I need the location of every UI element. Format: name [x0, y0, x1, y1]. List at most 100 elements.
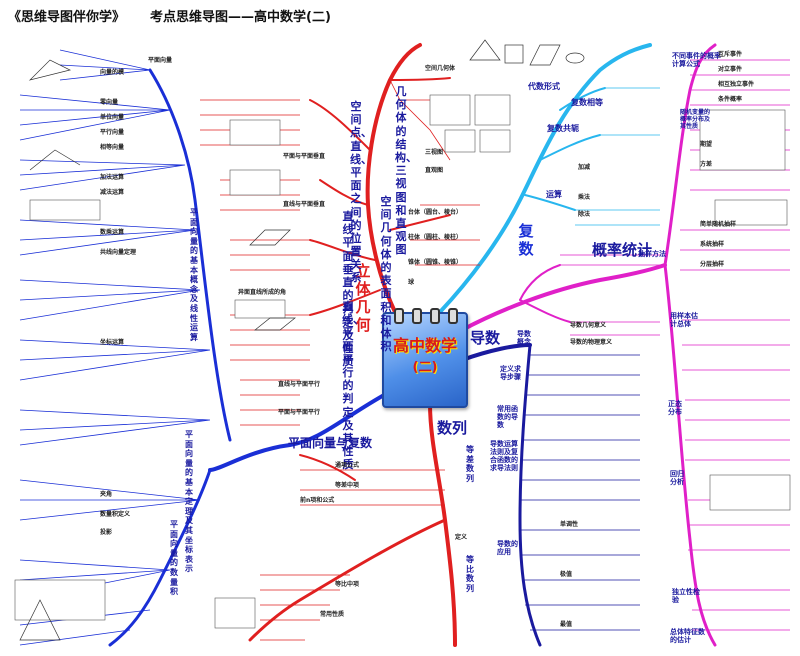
vector-leaf-equal: 相等向量: [100, 144, 125, 151]
deriv-leaf-physical: 导数的物理意义: [570, 339, 613, 346]
stats-leaf-mutex: 互斥事件: [718, 51, 743, 58]
solid-sub-position: 空间点、直线、平面之间的位置关系: [350, 100, 372, 285]
solid-leaf-plane-plane-par: 平面与平面平行: [278, 409, 321, 416]
branch-label-stats: 概率统计: [592, 241, 653, 259]
seq-sub-arith: 等差数列: [466, 445, 474, 483]
solid-leaf-sphere: 球: [408, 279, 415, 286]
solid-sub-branch-5: [389, 77, 451, 81]
seq-leaf-geo-mean: 等比中项: [335, 581, 360, 588]
branch-label-vector: 平面向量与复数: [288, 436, 373, 450]
deriv-sub-rules: 导数运算法则及复合函数的求导法则: [490, 440, 518, 473]
solid-leaf-pyramid: 锥体（圆锥、棱锥）: [408, 259, 463, 266]
solid-leaf-oblique: 直观图: [425, 167, 444, 174]
stats-main-branch: [460, 263, 667, 332]
vector-leaf-angle: 夹角: [100, 491, 113, 498]
stats-leaf-indep: 相互独立事件: [718, 81, 755, 88]
vector-leaf-plane: 平面向量: [148, 57, 173, 64]
deriv-sub-concept: 导数概念: [517, 330, 531, 347]
complex-sub-algebraic: 代数形式: [528, 82, 560, 91]
formula-boxes: [14, 94, 791, 629]
solid-sub-structure: 几何体的结构、三视图和直观图: [395, 85, 417, 257]
complex-sub-ops: 运算: [546, 190, 562, 199]
solid-leaf-line-plane-par: 直线与平面平行: [278, 381, 321, 388]
solid-sub-branch-3: [309, 289, 381, 316]
seq-leaf-sum: 前n项和公式: [300, 497, 335, 504]
solid-leaf-frustum: 台体（圆台、棱台）: [408, 209, 463, 216]
deriv-sub-apply: 导数的应用: [497, 540, 518, 557]
solid-sub-branch-6: [389, 214, 451, 231]
branch-lines: [108, 43, 717, 647]
solid-sub-branch-1: [319, 179, 369, 206]
vector-leaf-sub: 减法运算: [100, 189, 125, 196]
deriv-leaf-geometric: 导数几何意义: [570, 322, 607, 329]
stats-sub-population: 总体特征数的估计: [670, 628, 705, 645]
solid-leaf-prism: 柱体（圆柱、棱柱）: [408, 234, 463, 241]
branch-label-complex: 复数: [518, 222, 534, 258]
stats-leaf-variance: 方差: [700, 161, 713, 168]
stats-sub-independence: 独立性检验: [672, 588, 700, 605]
vector-leaf-dot-def: 数量积定义: [100, 511, 131, 518]
solid-leaf-three-view: 三视图: [425, 149, 444, 156]
solid-sub-branch-4: [309, 99, 371, 151]
complex-main-branch: [438, 43, 652, 314]
seq-sub-geo: 等比数列: [466, 555, 474, 593]
complex-sub-conjugate: 复数共轭: [547, 124, 579, 133]
branch-label-deriv: 导数: [470, 329, 501, 347]
complex-sub-3: [524, 194, 576, 211]
stats-leaf-expect: 期望: [700, 141, 713, 148]
complex-leaf-add: 加减: [578, 164, 591, 171]
seq-upper-sub: [299, 454, 356, 481]
solid-leaf-line-plane-perp: 直线与平面垂直: [283, 201, 326, 208]
complex-sub-2: [539, 134, 601, 161]
seq-leaf-props: 常用性质: [320, 611, 345, 618]
stats-sub-estimate: 用样本估计总体: [670, 312, 698, 329]
stats-sub-normal: 正态分布: [668, 400, 682, 417]
header-right-title: 考点思维导图——高中数学(二): [150, 10, 331, 25]
branch-label-solid: 立体几何: [355, 262, 371, 334]
seq-lower-trunk: [248, 518, 447, 642]
stats-lower-trunk: [663, 263, 717, 647]
branch-label-seq: 数列: [437, 419, 468, 437]
complex-sub-equal: 复数相等: [571, 98, 603, 107]
header-left-title: 《思维导图伴你学》: [8, 10, 126, 25]
stats-leaf-simple: 简单随机抽样: [700, 221, 737, 228]
solid-figures: [19, 39, 585, 641]
leaf-lines: [19, 49, 790, 646]
stats-leaf-cond: 条件概率: [718, 96, 743, 103]
solid-leaf-skew-angle: 异面直线所成的角: [238, 289, 287, 296]
stats-leaf-opposite: 对立事件: [718, 66, 743, 73]
stats-left-trunk-2: [519, 299, 571, 323]
solid-sub-branch-2: [309, 239, 376, 261]
deriv-sub-common: 常用函数的导数: [497, 405, 518, 430]
deriv-leaf-extreme: 极值: [560, 571, 573, 578]
stats-sub-sampling: 抽样方法: [638, 250, 666, 258]
deriv-main-branch: [460, 343, 532, 362]
stats-sub-distribution: 随机变量的概率分布及其性质: [680, 109, 711, 130]
deriv-trunk: [518, 343, 542, 647]
central-title: 高中数学: [392, 336, 457, 355]
solid-sub-parallel: 直线、平面平行的判定及其性质: [342, 300, 364, 472]
stats-sub-prob-formulas: 不同事件的概率计算公式: [672, 52, 721, 69]
central-subtitle: (二): [412, 360, 438, 375]
seq-leaf-arith-mean: 等差中项: [335, 482, 360, 489]
vector-leaf-projection: 投影: [100, 529, 113, 536]
vector-sub-dot: 平面向量的数量积: [170, 520, 178, 597]
vector-upper-trunk: [148, 68, 232, 442]
vector-leaf-coord: 坐标运算: [100, 339, 125, 346]
vector-leaf-zero: 零向量: [100, 99, 119, 106]
stats-leaf-system: 系统抽样: [700, 241, 725, 248]
deriv-sub-steps: 定义求导步骤: [500, 365, 521, 382]
stats-left-trunk: [519, 264, 561, 301]
deriv-leaf-max-min: 最值: [560, 621, 573, 628]
solid-sub-surface: 空间几何体的表面积和体积: [380, 195, 392, 354]
complex-sub-1: [559, 87, 606, 111]
vector-leaf-magnitude: 向量的模: [100, 69, 125, 76]
solid-main-branch: [365, 43, 422, 314]
vector-leaf-collinear: 共线向量定理: [100, 249, 137, 256]
solid-leaf-plane-plane-perp: 平面与平面垂直: [283, 153, 326, 160]
complex-leaf-div: 除法: [578, 211, 591, 218]
vector-sub-basis-coord: 平面向量的基本定理及其坐标表示: [185, 430, 193, 574]
deriv-leaf-monotone: 单调性: [560, 521, 579, 528]
vector-leaf-scalar: 数乘运算: [100, 229, 125, 236]
